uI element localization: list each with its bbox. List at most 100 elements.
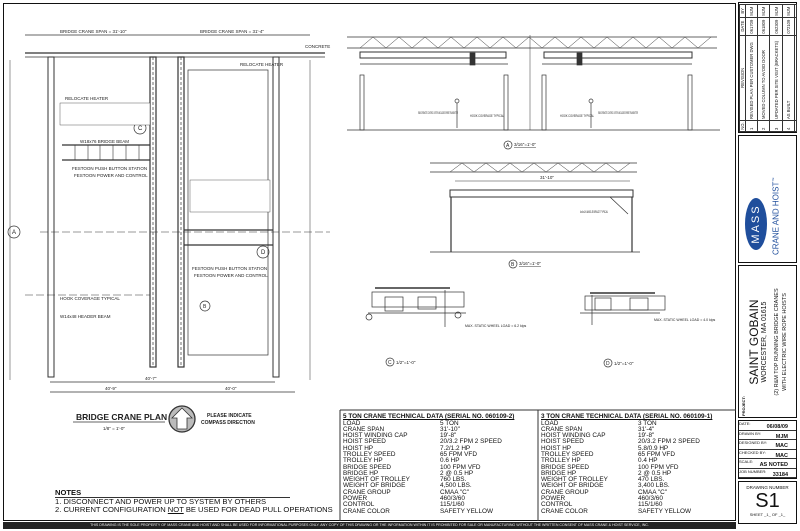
notes: NOTES 1. DISCONNECT AND POWER UP TO SYST… <box>55 488 333 515</box>
project-label: PROJECT: <box>741 396 746 416</box>
revision-cell: 061709 <box>745 17 758 36</box>
relocate-heater-label-2: RELOCATE HEATER <box>65 96 109 101</box>
note-2: 2. CURRENT CONFIGURATION NOT BE USED FOR… <box>55 506 333 514</box>
info-value: MAC <box>775 443 788 449</box>
table-row: WEIGHT OF TROLLEY 470 LBS. <box>541 476 734 484</box>
row-value: 470 LBS. <box>638 476 665 484</box>
row-label: WEIGHT OF TROLLEY <box>541 476 608 484</box>
info-value: MAC <box>775 452 788 459</box>
row-label: WEIGHT OF TROLLEY <box>343 476 410 484</box>
row-label: WEIGHT OF BRIDGE <box>343 482 406 490</box>
grid-c-bubble: C <box>138 126 143 132</box>
row-value: 100 FPM VFD <box>638 463 679 471</box>
company-name-text: CRANE AND HOIST <box>771 181 781 255</box>
info-label: SCALE: <box>739 459 754 464</box>
span-left-dim: BRIDGE CRANE SPAN = 31'-10" <box>60 29 127 34</box>
row-label: LOAD <box>343 419 361 427</box>
row-label: BRIDGE HP <box>541 469 577 477</box>
row-label: TROLLEY SPEED <box>541 450 594 458</box>
info-value: 06/08/09 <box>766 424 788 430</box>
span-right-dim: BRIDGE CRANE SPAN = 31'-4" <box>200 29 264 34</box>
revision-cell: 3 <box>769 120 783 132</box>
row-value: 460/3/60 <box>440 495 465 503</box>
revision-cell: 2 <box>757 120 770 132</box>
row-label: BRIDGE SPEED <box>541 463 589 471</box>
trademark: ™ <box>771 177 776 182</box>
row-value: 65 FPM VFD <box>638 450 675 458</box>
row-label: BRIDGE SPEED <box>343 463 391 471</box>
project-block: PROJECT: SAINT GOBAIN WORCESTER, MA 0161… <box>738 265 797 418</box>
project-desc-2: WITH ELECTRIC WIRE ROPE HOISTS <box>782 293 788 391</box>
section-d-trolley <box>580 292 666 325</box>
wheel-load-d: MAX. STATIC WHEEL LOAD = 4.0 kips <box>654 318 716 322</box>
table-row: LOAD 5 TON <box>343 419 536 427</box>
row-value: CMAA "C" <box>638 488 668 496</box>
info-row: SCALE: AS NOTED <box>739 459 796 469</box>
row-label: POWER <box>343 495 368 503</box>
plan-title: BRIDGE CRANE PLAN <box>76 412 167 422</box>
grid-d-bubble: D <box>261 250 266 256</box>
info-label: DRAWN BY: <box>739 430 762 436</box>
section-d-scale: 1/2"=1'-0" <box>614 361 634 366</box>
row-value: 100 FPM VFD <box>440 463 481 471</box>
hook-coverage-a-right: HOOK COVERAGE TYPICAL <box>560 114 594 118</box>
revision-cell: UPDATED PER SITE VISIT (BRACKETS) <box>769 35 783 121</box>
row-value: 460/3/60 <box>638 495 663 503</box>
row-value: CMAA "C" <box>440 488 470 496</box>
company-name: CRANE AND HOIST™ <box>771 178 781 255</box>
info-value: 33184 <box>772 471 788 478</box>
compass-note-1: PLEASE INDICATE <box>207 413 252 419</box>
row-value: 0.4 HP <box>638 457 658 465</box>
row-label: HOIST WINDING CAP <box>541 432 606 440</box>
section-c-scale: 1/2"=1'-0" <box>396 360 416 365</box>
mass-logo-icon: MASS <box>745 198 767 250</box>
row-label: CRANE COLOR <box>343 507 390 515</box>
row-value: 760 LBS. <box>440 476 467 484</box>
info-row: DRAWN BY:MJM <box>739 430 796 440</box>
table-row: WEIGHT OF TROLLEY 760 LBS. <box>343 476 536 484</box>
row-label: LOAD <box>541 419 559 427</box>
row-value: 2 @ 0.5 HP <box>440 469 474 477</box>
svg-text:B: B <box>511 262 515 268</box>
section-a-scale: 3/16"=1'-0" <box>514 142 536 147</box>
row-label: BRIDGE HP <box>343 469 379 477</box>
row-label: CRANE SPAN <box>343 425 385 433</box>
grid-a-bubble: A <box>12 230 16 236</box>
info-value: AS NOTED <box>759 462 788 468</box>
revision-cell <box>794 17 797 36</box>
drawing-sheet <box>3 3 736 521</box>
compass-note-2: COMPASS DIRECTION <box>201 420 255 426</box>
logo-block: MASS CRANE AND HOIST™ <box>738 135 797 263</box>
info-row: DESIGNED BY: MAC <box>739 440 796 450</box>
table-title: 3 TON CRANE TECHNICAL DATA (SERIAL NO. 0… <box>541 413 713 420</box>
project-name: SAINT GOBAIN <box>747 299 761 385</box>
svg-text:D: D <box>606 361 610 367</box>
info-row: CHECKED BY:MAC <box>739 450 796 459</box>
row-value: 5 TON <box>440 419 459 427</box>
info-label: DESIGNED BY: <box>739 440 768 445</box>
bridge-crane-plan <box>7 34 330 393</box>
revision-cell: MJM <box>757 4 770 18</box>
dim-bottom-left: 40'-9" <box>105 386 117 391</box>
row-value: 31'-10" <box>440 425 460 433</box>
info-label: DATE: <box>739 421 751 426</box>
tech-data-5-ton: 5 TON CRANE TECHNICAL DATA (SERIAL NO. 0… <box>343 413 536 515</box>
